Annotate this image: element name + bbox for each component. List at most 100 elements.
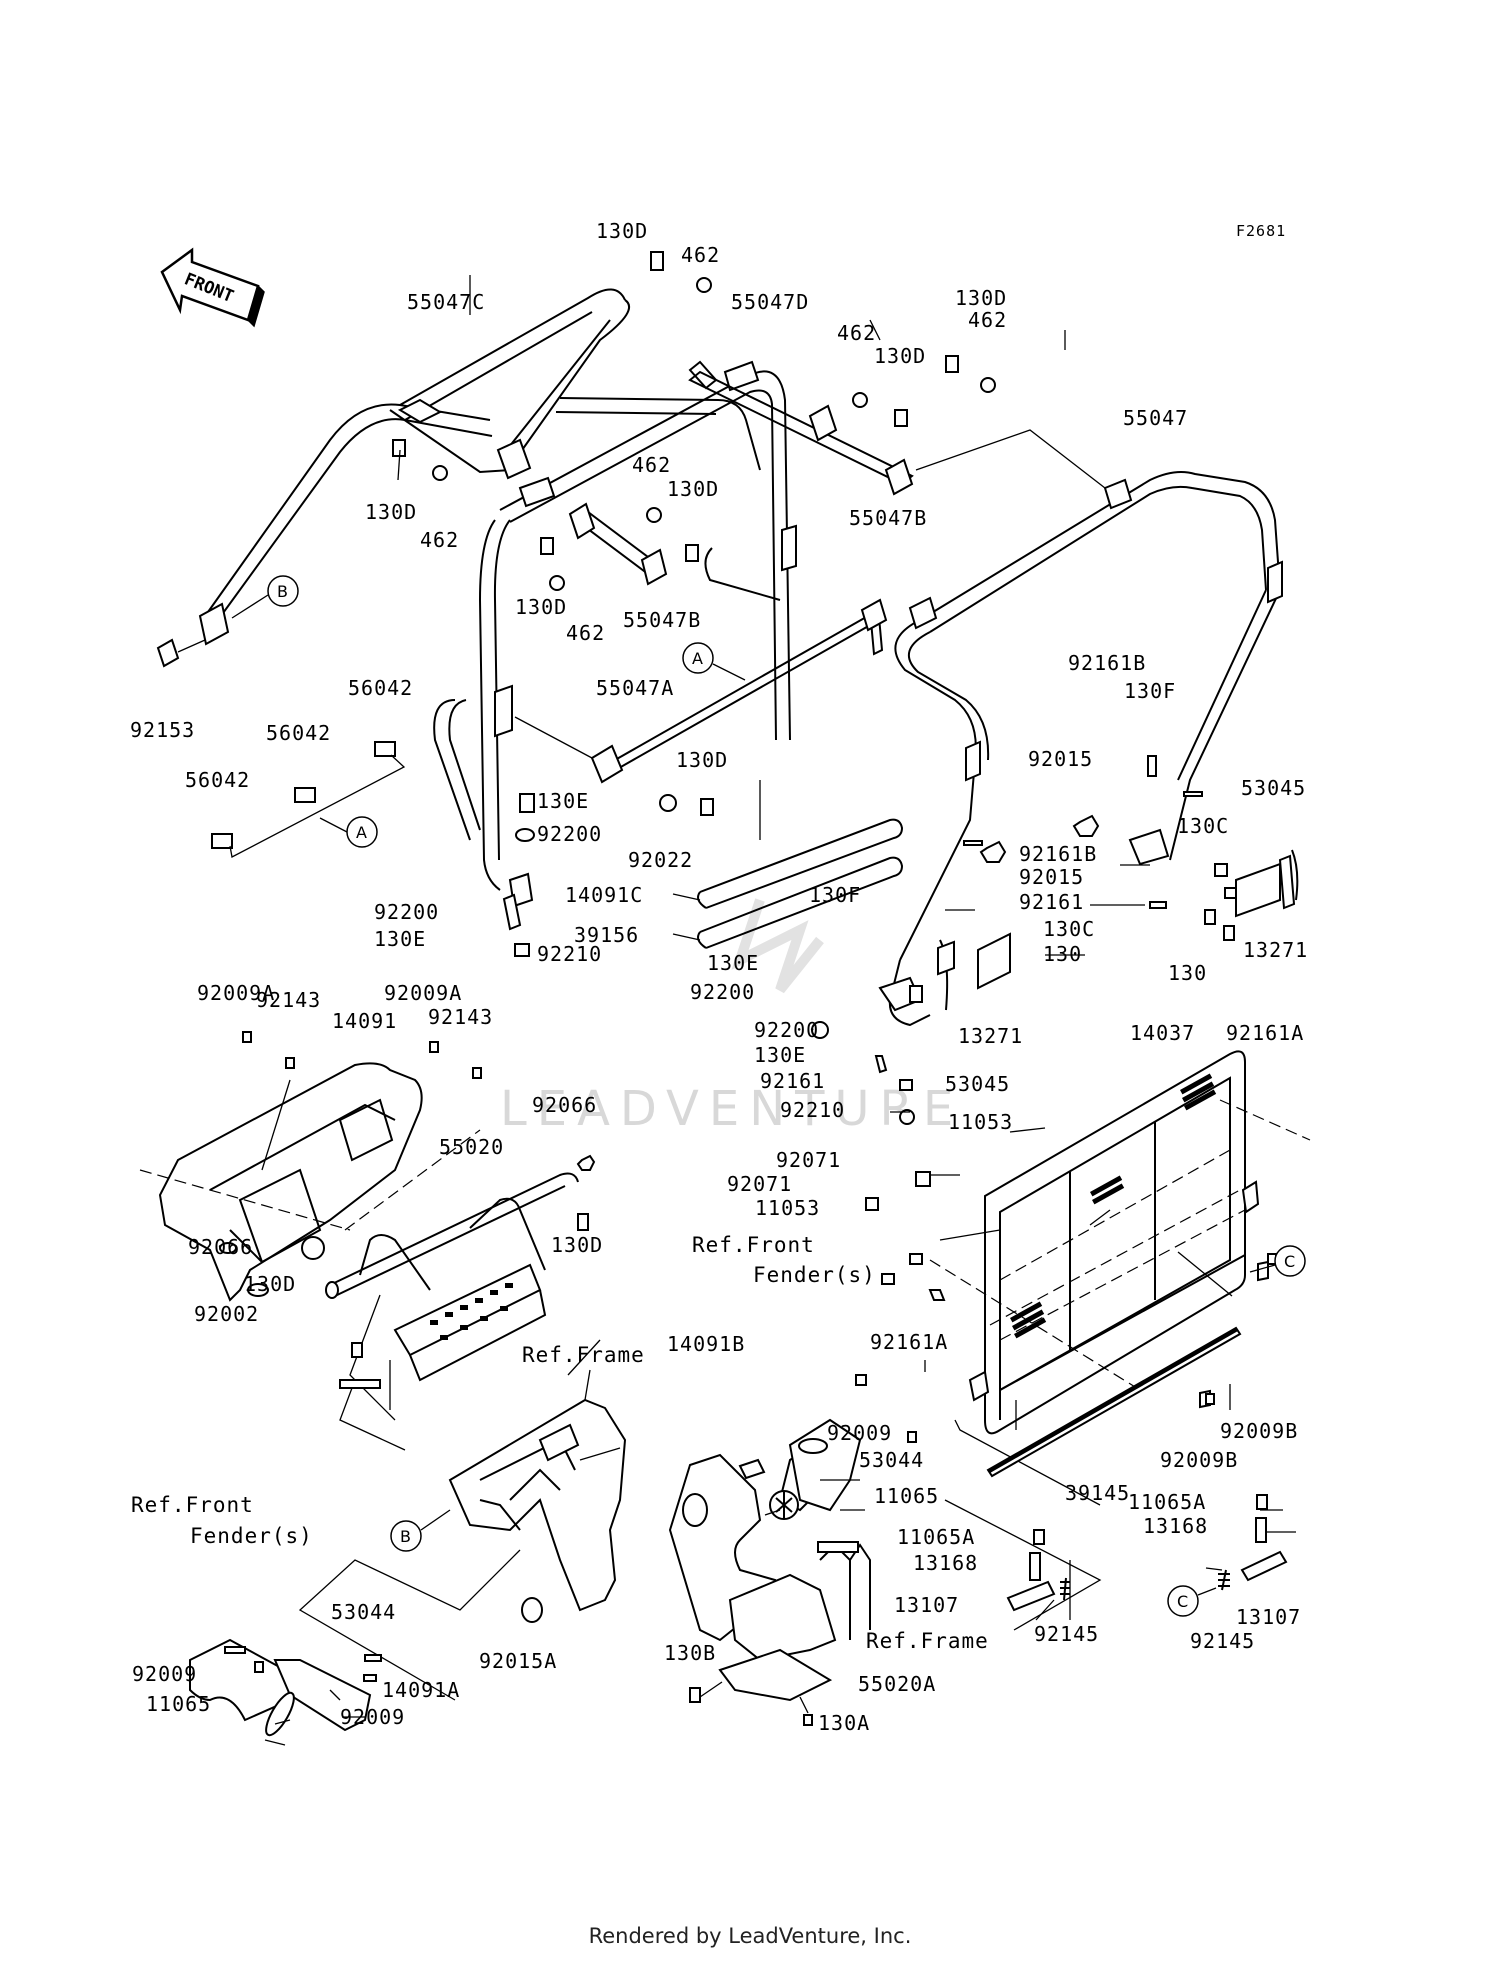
- watermark: LEADVENTURE: [500, 898, 963, 1137]
- part-label: 92161A: [870, 1330, 948, 1354]
- frame-reference-center: [699, 1541, 871, 1714]
- part-label: 13168: [1143, 1514, 1208, 1538]
- part-label: 130E: [537, 789, 589, 813]
- bracket-13271-left: [937, 932, 1011, 1011]
- part-label: 92143: [256, 988, 321, 1012]
- part-label: 130C: [1177, 814, 1229, 838]
- part-label: 92015: [1028, 747, 1093, 771]
- part-label: 55020: [439, 1135, 504, 1159]
- fasteners: [156, 251, 1238, 1125]
- part-label: 130D: [515, 595, 567, 619]
- part-label: 14037: [1130, 1021, 1195, 1045]
- part-number-labels: 130D 462 55047C 55047D 130D 462 462 130D…: [130, 219, 1308, 1735]
- part-label: 11065: [874, 1484, 939, 1508]
- roll-cage-rear: [868, 471, 1283, 1027]
- part-label: 130D: [596, 219, 648, 243]
- svg-text:B: B: [400, 1527, 411, 1546]
- part-label: 130F: [809, 883, 861, 907]
- part-label: 130D: [676, 748, 728, 772]
- part-label: 55047C: [407, 290, 485, 314]
- svg-text:B: B: [277, 582, 288, 601]
- front-bumper-55020: [325, 1172, 579, 1451]
- part-label: 462: [566, 621, 605, 645]
- cross-bars: [568, 360, 1106, 586]
- part-label: 92071: [776, 1148, 841, 1172]
- part-label: 92200: [374, 900, 439, 924]
- part-label: 462: [968, 308, 1007, 332]
- part-label: 55020A: [858, 1672, 936, 1696]
- tubes-14091C-39156: [672, 818, 904, 949]
- part-label: 55047B: [849, 506, 927, 530]
- callout-b-bottom: B: [390, 1509, 451, 1552]
- part-label: 462: [837, 321, 876, 345]
- part-label: 462: [420, 528, 459, 552]
- part-label: 39156: [574, 923, 639, 947]
- part-label: 55047A: [596, 676, 674, 700]
- part-label: 13271: [958, 1024, 1023, 1048]
- fender-cover-14091A: [189, 1638, 382, 1737]
- part-label: 92161B: [1068, 651, 1146, 675]
- ref-front-fender-label: Ref.Front: [692, 1233, 815, 1257]
- part-label: 130D: [667, 477, 719, 501]
- dashboard-14091: [139, 1062, 481, 1302]
- part-label: 92022: [628, 848, 693, 872]
- roll-bar-middle: [433, 360, 797, 908]
- front-arrow-icon: FRONT: [160, 247, 265, 328]
- part-label: 92009: [340, 1705, 405, 1729]
- part-label: 130F: [1124, 679, 1176, 703]
- part-label: 53045: [945, 1072, 1010, 1096]
- part-label: 13107: [1236, 1605, 1301, 1629]
- part-label: 92200: [754, 1018, 819, 1042]
- part-label: 55047: [1123, 406, 1188, 430]
- callout-c-right: C: [1249, 1245, 1306, 1277]
- plates-56042: [211, 741, 406, 858]
- part-label: 92009A: [197, 981, 275, 1005]
- frame-reference-lower: [298, 1369, 627, 1701]
- part-label: 56042: [185, 768, 250, 792]
- ref-front-fender-label: Fender(s): [753, 1263, 876, 1287]
- svg-text:A: A: [692, 649, 703, 668]
- part-label: 53045: [1241, 776, 1306, 800]
- part-label: 130D: [551, 1233, 603, 1257]
- part-label: 11065A: [897, 1525, 975, 1549]
- tailgate-14037: [929, 1050, 1311, 1506]
- part-label: 53044: [859, 1448, 924, 1472]
- svg-text:C: C: [1177, 1592, 1188, 1611]
- part-label: 11053: [948, 1110, 1013, 1134]
- leader-lines: [261, 275, 1296, 1746]
- part-label: 92009: [827, 1421, 892, 1445]
- part-label: 92009A: [384, 981, 462, 1005]
- ref-front-fender-label: Ref.Front: [131, 1493, 254, 1517]
- part-label: 11053: [755, 1196, 820, 1220]
- part-label: 130E: [754, 1043, 806, 1067]
- part-label: 92009: [132, 1662, 197, 1686]
- part-label: 55047B: [623, 608, 701, 632]
- part-label: 14091C: [565, 883, 643, 907]
- part-label: 13168: [913, 1551, 978, 1575]
- part-label: 130A: [818, 1711, 870, 1735]
- callout-a-left: A: [319, 816, 378, 848]
- part-label: 53044: [331, 1600, 396, 1624]
- part-label: 130B: [664, 1641, 716, 1665]
- part-label: 130D: [365, 500, 417, 524]
- part-label: 462: [681, 243, 720, 267]
- part-label: 92161A: [1226, 1021, 1304, 1045]
- roll-cage-front-frame: [198, 288, 761, 646]
- part-label: 14091: [332, 1009, 397, 1033]
- part-label: 130C: [1043, 917, 1095, 941]
- part-label: 92200: [690, 980, 755, 1004]
- part-label: 130E: [374, 927, 426, 951]
- cap-11065: [738, 1458, 799, 1520]
- part-label: 462: [632, 453, 671, 477]
- watermark-text: LEADVENTURE: [500, 1081, 963, 1137]
- part-label: 14091B: [667, 1332, 745, 1356]
- part-label: 92071: [727, 1172, 792, 1196]
- svg-text:A: A: [356, 823, 367, 842]
- callout-b-top: B: [231, 575, 299, 619]
- part-label: 13271: [1243, 938, 1308, 962]
- part-label: 92153: [130, 718, 195, 742]
- fasteners-lower: [242, 1031, 1277, 1726]
- long-tube: [514, 598, 888, 840]
- part-label: 11065: [146, 1692, 211, 1716]
